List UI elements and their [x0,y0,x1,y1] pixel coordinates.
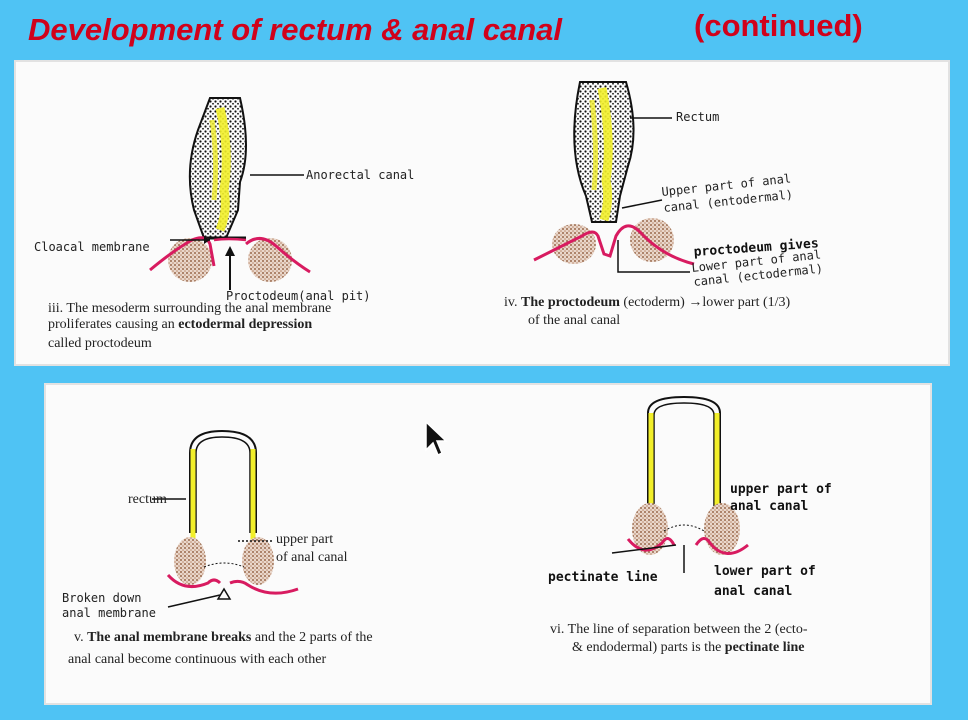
vi-pectinate-curve [663,524,705,532]
vi-mesoderm-right [704,503,740,555]
figure-iv: Rectum Upper part of anal canal (entoder… [504,81,824,328]
caption-vi-text1: The line of separation between the 2 (ec… [568,622,808,637]
caption-vi-line1: vi. The line of separation between the 2… [550,622,808,637]
endoderm-lining [215,106,231,232]
figure-iii: Anorectal canal Cloacal membrane Proctod… [34,97,414,351]
mesoderm-right [248,238,292,282]
caption-vi-line2: & endodermal) parts is the pectinate lin… [572,640,805,655]
iv-endoderm-lining [597,87,613,222]
iv-ectoderm [533,224,695,266]
caption-iii-bold: ectodermal depression [178,317,312,332]
v-broken-pointer [167,594,221,608]
caption-vi-text2: & endodermal) parts is the [572,640,725,655]
iv-lower-pointer [617,240,690,273]
caption-v-line1: v. The anal membrane breaks and the 2 pa… [74,630,373,645]
v-broken-membrane [203,562,245,568]
mouse-pointer-icon [425,420,448,457]
vi-pectinate-pointer [611,544,677,554]
figure-vi: upper part of anal canal pectinate line … [548,395,832,655]
v-mesoderm-right [242,537,274,585]
caption-v-bold: The anal membrane breaks [87,630,252,645]
cloacal-arrowhead [204,236,210,244]
vi-label-upper-2: anal canal [730,499,808,514]
caption-iii-line2: proliferates causing an ectodermal depre… [48,317,312,332]
caption-v-rest: and the 2 parts of the [251,630,372,645]
top-figure-panel: Anorectal canal Cloacal membrane Proctod… [14,60,950,366]
v-mesoderm-left [174,537,206,585]
caption-iii-text2: proliferates causing an [48,317,178,332]
v-label-upper-2: of anal canal [276,550,348,565]
v-label-broken-2: anal membrane [62,606,156,620]
v-rectum-inner [195,436,251,533]
iv-endoderm-lining-2 [589,99,599,191]
caption-iv-rest: (ectoderm) →lower part (1/3) [620,295,791,310]
bottom-figure-panel: rectum upper part of anal canal Broken d… [44,383,932,705]
slide-title-main: Development of rectum & anal canal [28,12,563,47]
label-anorectal-canal: Anorectal canal [306,168,414,182]
caption-iii-text1: The mesoderm surrounding the anal membra… [66,301,331,316]
v-label-upper-1: upper part [276,532,333,547]
slide-title: Development of rectum & anal canal (cont… [28,6,948,50]
endoderm-lining-2 [209,119,219,201]
vi-ectoderm-left [626,537,676,552]
v-triangle-icon [216,587,232,600]
caption-iv-line2: of the anal canal [528,313,620,328]
slide-title-continued: (continued) [694,8,863,43]
ectoderm-right [245,237,311,274]
vi-ectoderm-right [694,537,749,555]
vi-label-pectinate-line: pectinate line [548,570,658,585]
vi-mesoderm-left [632,503,668,555]
figure-v: rectum upper part of anal canal Broken d… [62,429,373,667]
label-proctodeum: Proctodeum(anal pit) [226,289,371,303]
iv-upper-pointer [621,199,663,209]
v-rectum-outer [189,429,257,533]
iv-mesoderm-right [630,218,674,262]
vi-label-upper-1: upper part of [730,482,832,497]
proctodeum-arrowhead [225,246,235,256]
caption-vi-bold: pectinate line [725,640,805,655]
caption-iv-line1: iv. The proctodeum (ectoderm) →lower par… [504,295,791,310]
v-label-rectum: rectum [128,492,167,507]
label-cloacal-membrane: Cloacal membrane [34,240,150,254]
v-label-broken-1: Broken down [62,591,141,605]
iv-mesoderm-left [552,224,596,264]
iv-label-rectum: Rectum [676,110,719,124]
caption-iii-line1: iii. The mesoderm surrounding the anal m… [48,301,331,316]
caption-iii-line3: called proctodeum [48,336,152,351]
v-ectoderm-left [166,573,222,589]
caption-v-line2: anal canal become continuous with each o… [68,652,326,667]
caption-v-prefix: v. [74,630,84,645]
caption-iv-prefix: iv. [504,295,517,310]
caption-iv-bold: The proctodeum [521,295,620,310]
top-figure-svg: Anorectal canal Cloacal membrane Proctod… [34,81,824,351]
caption-iii-prefix: iii. [48,301,63,316]
caption-vi-prefix: vi. [550,622,564,637]
bottom-figure-svg: rectum upper part of anal canal Broken d… [62,395,832,667]
v-ectoderm-right [229,579,299,595]
vi-label-lower-1: lower part of [714,564,816,579]
vi-label-lower-2: anal canal [714,584,792,599]
mesoderm-left [168,238,212,282]
vi-rectum-inner [653,402,715,533]
vi-rectum-outer [647,395,721,533]
ectoderm-center [213,237,247,242]
